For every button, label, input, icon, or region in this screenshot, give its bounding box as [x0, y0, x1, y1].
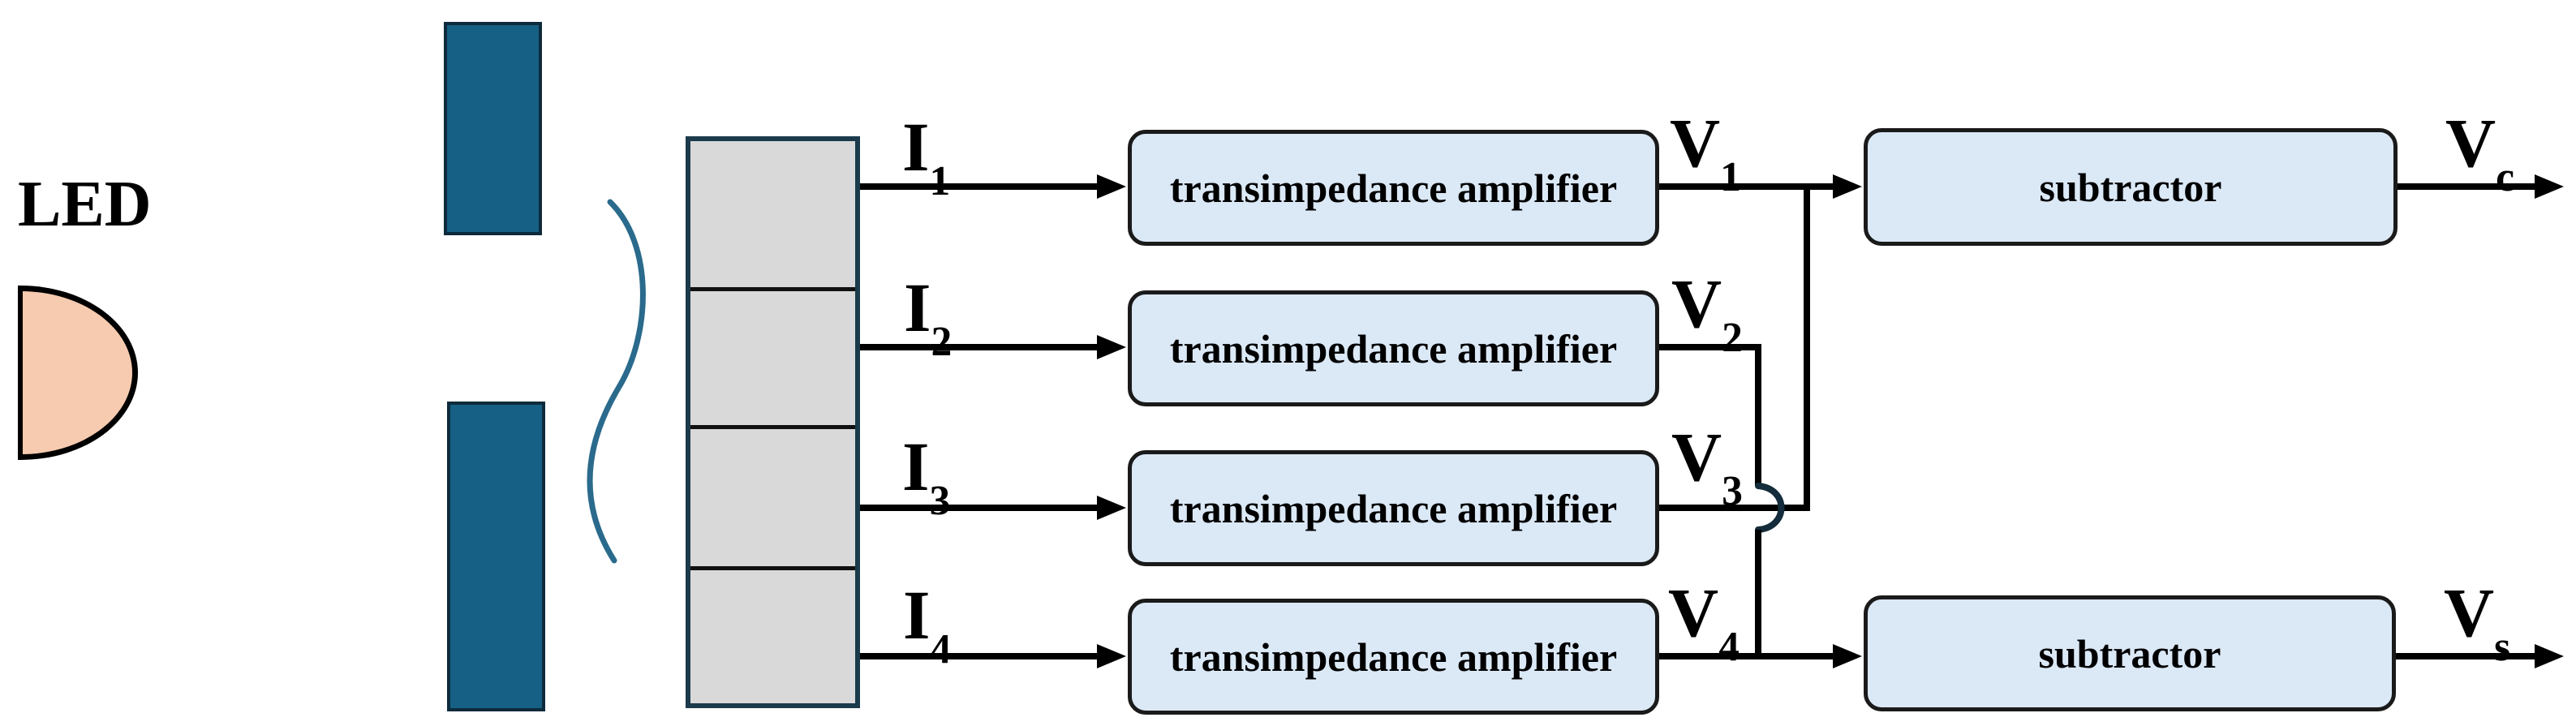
label-vs: Vs	[2444, 573, 2511, 670]
label-i1: I1	[902, 108, 951, 204]
arrowhead-sub2	[1833, 644, 1862, 668]
light-wavefront-curve	[587, 199, 646, 564]
array-cell-divider	[690, 566, 855, 570]
arrowhead-i3	[1097, 496, 1126, 520]
tia-block-3: transimpedance amplifier	[1128, 450, 1659, 566]
subtractor-block-2: subtractor	[1864, 595, 2396, 711]
label-v4: V4	[1668, 573, 1740, 670]
arrowhead-i1	[1097, 174, 1126, 199]
arrowhead-i2	[1097, 335, 1126, 359]
tia-block-2: transimpedance amplifier	[1128, 290, 1659, 406]
array-cell-divider	[690, 425, 855, 429]
arrowhead-i4	[1097, 644, 1126, 668]
led-label: LED	[18, 169, 152, 240]
arrowhead-sub1	[1833, 174, 1862, 199]
arrowhead-vc	[2535, 174, 2564, 199]
label-v3: V3	[1671, 418, 1743, 514]
label-i2: I2	[904, 268, 953, 365]
hop-arc	[1755, 483, 1785, 533]
slit-plate-bottom	[447, 402, 545, 711]
label-i4: I4	[903, 576, 952, 672]
slit-plate-top	[444, 22, 542, 235]
subtractor-block-1: subtractor	[1864, 128, 2398, 246]
label-v1: V1	[1670, 104, 1741, 200]
array-cell-divider	[690, 287, 855, 291]
tia-block-4: transimpedance amplifier	[1128, 599, 1659, 715]
label-i3: I3	[902, 427, 951, 524]
tia-block-1: transimpedance amplifier	[1128, 130, 1659, 246]
photodiode-array	[686, 136, 860, 708]
label-v2: V2	[1671, 264, 1743, 361]
arrowhead-vs	[2535, 644, 2564, 668]
label-vc: Vc	[2445, 104, 2515, 200]
